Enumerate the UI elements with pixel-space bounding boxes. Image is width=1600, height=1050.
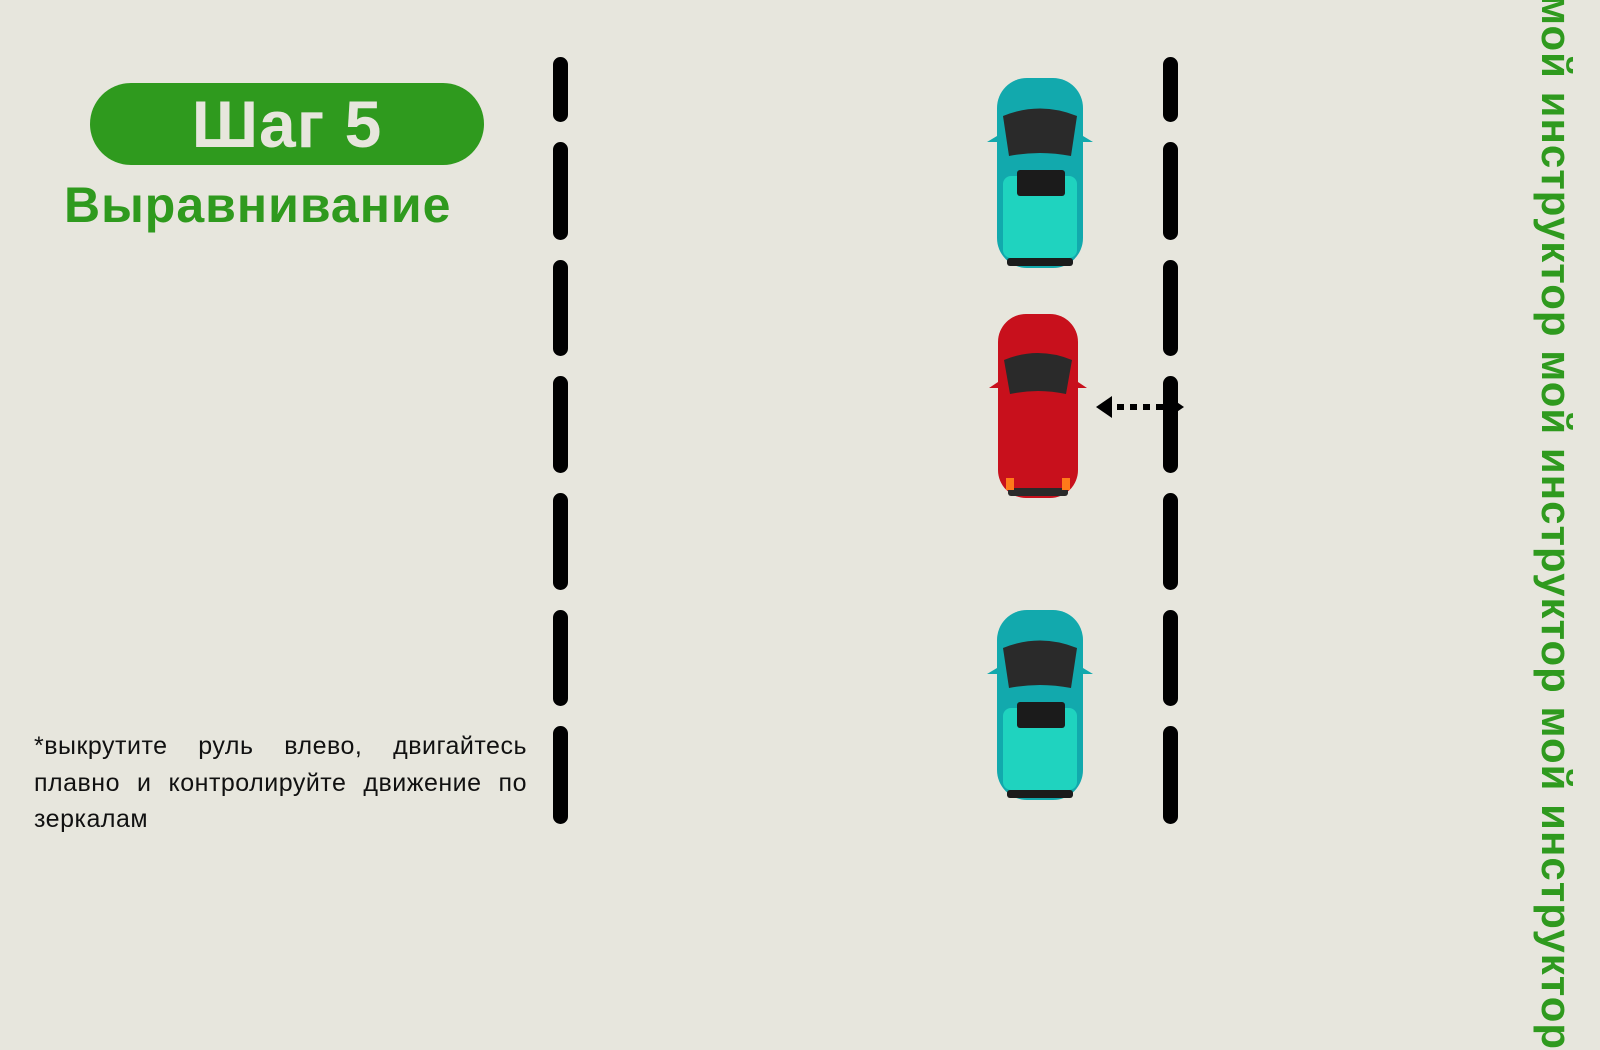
lane-dash — [1163, 142, 1178, 240]
watermark-text: мой инструктор мой инструктор мой инстру… — [1533, 0, 1580, 1050]
page-title: Выравнивание — [64, 177, 452, 233]
lane-dash — [553, 726, 568, 824]
lane-dash — [1163, 260, 1178, 356]
lane-dash — [1163, 726, 1178, 824]
parked-car-icon — [987, 610, 1093, 800]
lane-dash — [1163, 610, 1178, 706]
lane-dash — [553, 142, 568, 240]
lane-dash — [1163, 376, 1178, 473]
double-arrow-icon — [1096, 396, 1184, 418]
lane-dash — [553, 376, 568, 473]
lane-dash — [1163, 493, 1178, 590]
lane-dash — [553, 260, 568, 356]
parked-car-icon — [987, 78, 1093, 268]
learner-car-icon — [989, 314, 1087, 498]
lane-dash — [1163, 57, 1178, 122]
lane-dash — [553, 610, 568, 706]
lane-dash — [553, 493, 568, 590]
lane-dash — [553, 57, 568, 122]
step-label: Шаг 5 — [191, 87, 383, 161]
instruction-note: *выкрутите руль влево, двигайтесь плавно… — [34, 732, 527, 833]
step-badge: Шаг 5 — [90, 83, 484, 165]
